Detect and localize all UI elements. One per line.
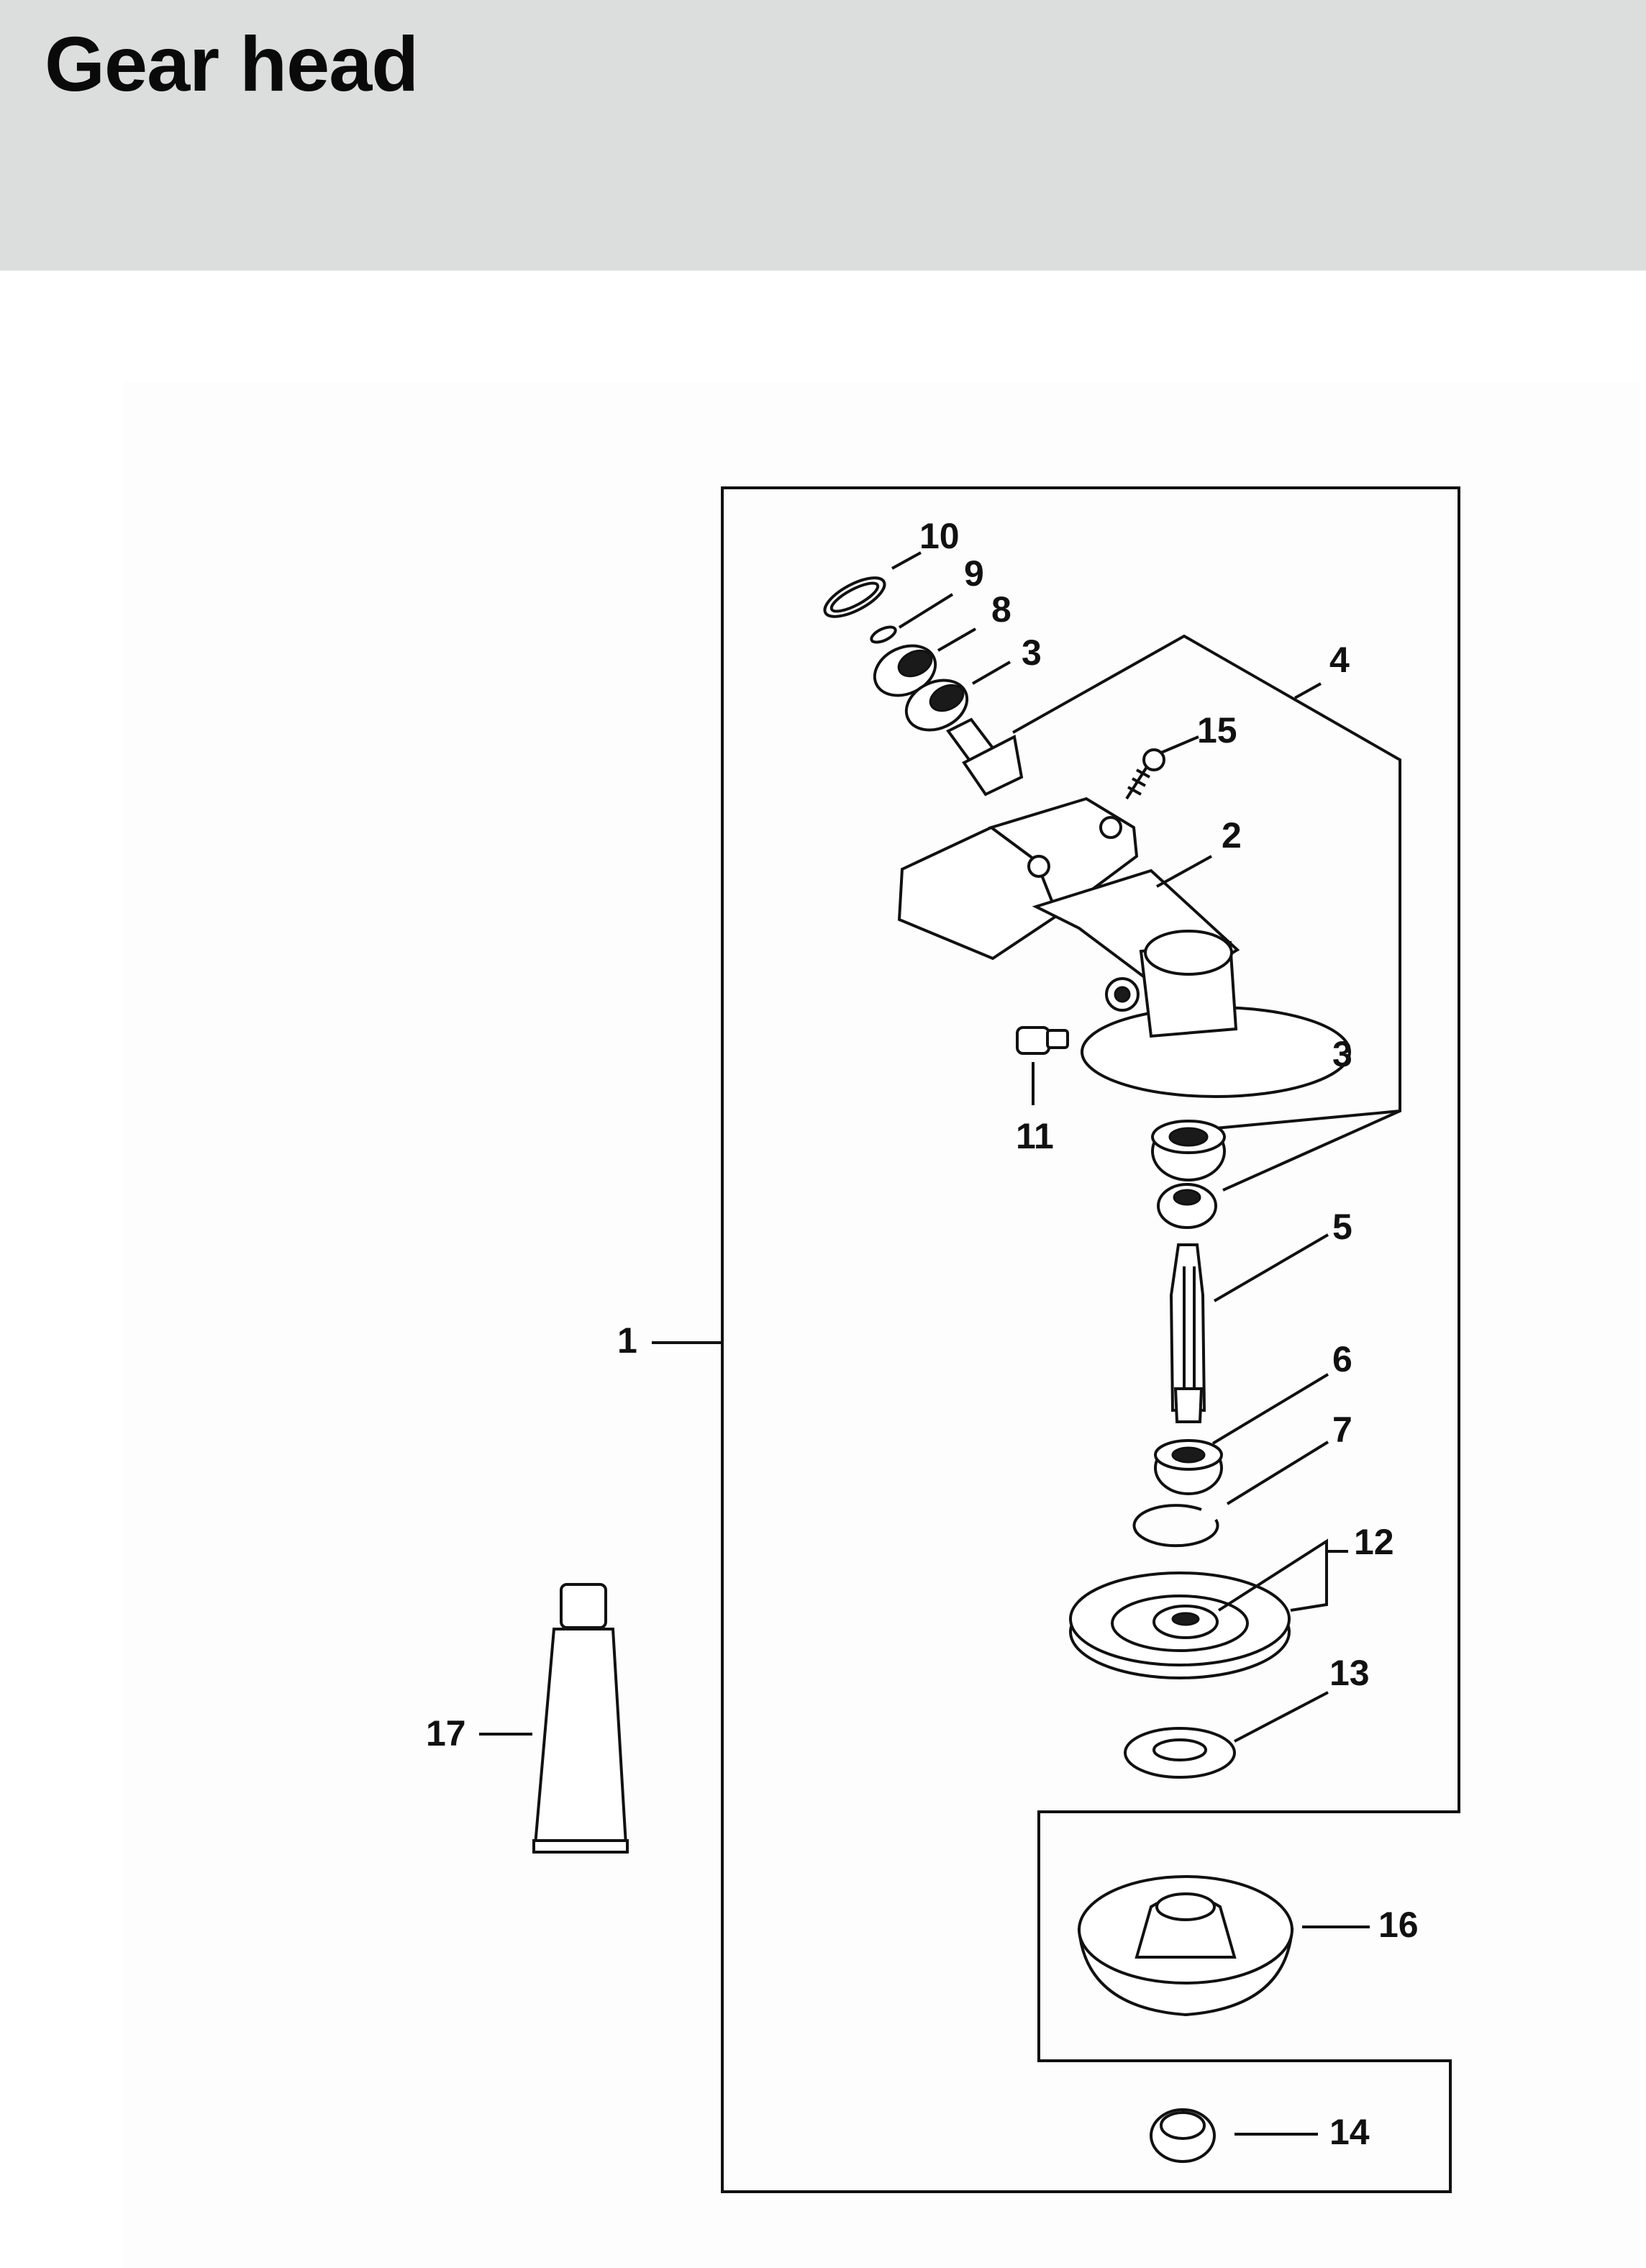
- callout-3-lower: 3: [1332, 1034, 1352, 1074]
- callout-2: 2: [1222, 815, 1242, 856]
- circlip: [870, 625, 897, 644]
- callout-14: 14: [1329, 2112, 1370, 2152]
- callout-5: 5: [1332, 1207, 1352, 1247]
- callout-11: 11: [1016, 1116, 1054, 1156]
- bracket-4: [1012, 634, 1401, 1192]
- deflector-cup: [1077, 1875, 1294, 2017]
- header-bar: Gear head: [0, 0, 1646, 271]
- screw: [1125, 748, 1165, 800]
- page-title: Gear head: [45, 20, 419, 107]
- callout-8: 8: [991, 589, 1011, 630]
- thrust-plate: [1069, 1571, 1291, 1679]
- callout-16: 16: [1378, 1905, 1419, 1945]
- callout-6: 6: [1332, 1339, 1352, 1379]
- grease-tube: [532, 1583, 629, 1854]
- plug: [1016, 1026, 1069, 1055]
- ball-bearing-upper: [873, 644, 937, 697]
- callout-12: 12: [1354, 1522, 1394, 1562]
- callout-4: 4: [1329, 640, 1350, 680]
- callout-15: 15: [1197, 710, 1237, 750]
- leader-lines: [479, 551, 1370, 2136]
- thrust-washer: [1124, 1727, 1236, 1779]
- callout-13: 13: [1329, 1653, 1370, 1693]
- bevel-gear: [1157, 1183, 1217, 1229]
- callout-1: 1: [617, 1320, 637, 1361]
- bevel-pinion: [945, 717, 1024, 797]
- nut: [1150, 2108, 1216, 2163]
- circlip-7: [1132, 1504, 1219, 1548]
- ball-bearing-3-lower: [1151, 1120, 1226, 1181]
- assembly-frame: [721, 486, 1460, 2193]
- spline-shaft: [1169, 1243, 1206, 1423]
- callout-17: 17: [426, 1713, 466, 1754]
- callout-10: 10: [919, 516, 960, 556]
- ball-bearing-6: [1154, 1439, 1223, 1495]
- diagram-area: [122, 381, 1640, 2268]
- callout-7: 7: [1332, 1410, 1352, 1450]
- gear-housing: [897, 797, 1351, 1098]
- callout-9: 9: [964, 553, 984, 594]
- retaining-ring: [823, 576, 886, 618]
- callout-3: 3: [1022, 632, 1042, 673]
- ball-bearing-3-upper: [904, 679, 969, 732]
